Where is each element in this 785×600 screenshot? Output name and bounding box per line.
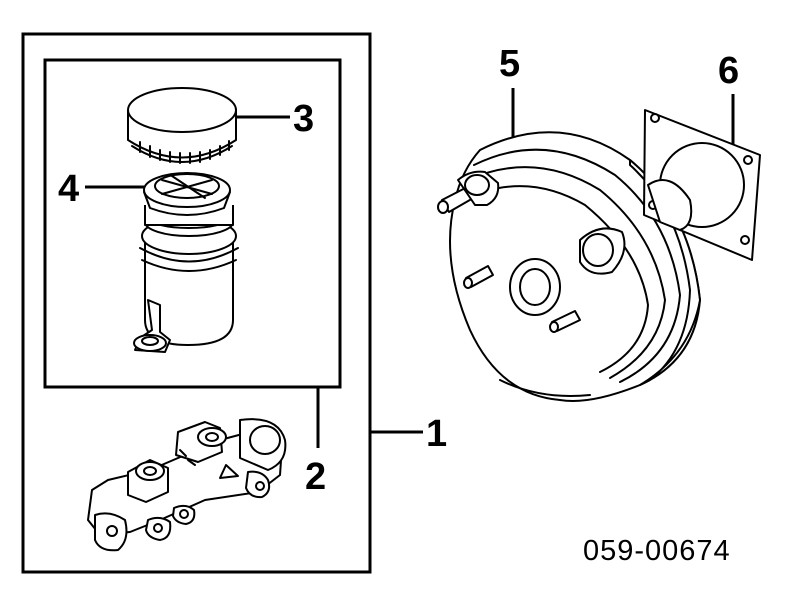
reservoir-box-inner <box>43 58 342 389</box>
strainer <box>143 172 231 216</box>
assembly-box-outer <box>21 32 372 574</box>
callout-1: 1 <box>426 413 447 455</box>
reservoir-tank <box>133 205 239 353</box>
diagram-code: 059-00674 <box>583 535 731 567</box>
brake-booster <box>437 131 701 402</box>
callout-3: 3 <box>293 98 314 140</box>
master-cylinder <box>87 418 287 552</box>
callout-2: 2 <box>305 456 326 498</box>
reservoir-cap <box>127 87 237 164</box>
callout-5: 5 <box>499 43 520 85</box>
callout-6: 6 <box>718 50 739 92</box>
booster-gasket <box>643 109 761 261</box>
callout-4: 4 <box>58 168 79 210</box>
